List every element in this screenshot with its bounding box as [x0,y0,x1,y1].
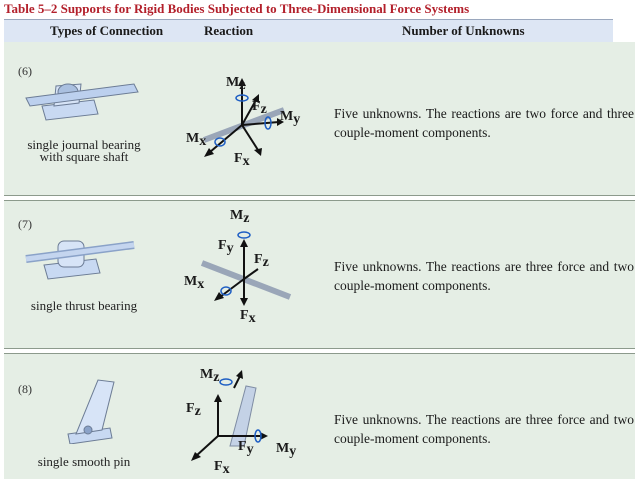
label-Fx: Fx [214,459,230,477]
label-Fx: Fx [240,308,256,326]
row-number: (6) [18,64,32,78]
thrust-bearing-illustration [25,240,135,280]
table-row-6: (6) single journal bearing with square s… [4,42,635,195]
label-My: My [276,441,296,459]
label-Fy: Fy [218,238,234,256]
header-number-of-unknowns: Number of Unknowns [402,23,525,38]
label-Mx: Mx [184,274,204,292]
header-types-of-connection: Types of Connection [50,23,164,38]
reaction-diagram-7: Mz Fy Fz Mx Fx [184,208,292,326]
table-row-8: (8) single smooth pin Mz Fz Fy My Fx Fiv… [4,354,635,479]
row-separator [4,348,635,354]
label-Mx: Mx [186,131,206,149]
table-row-7: (7) single thrust bearing Mz Fy Fz Mx Fx… [4,201,635,348]
row-description: Five unknowns. The reactions are three f… [334,412,634,446]
label-Fz: Fz [186,401,201,419]
row-number: (8) [18,382,32,396]
row-separator [4,195,635,201]
caption-line1: single smooth pin [37,454,131,469]
caption-line2: with square shaft [39,149,129,164]
label-Mz: Mz [226,75,245,93]
label-Fy: Fy [238,439,254,457]
label-Fz: Fz [252,99,267,117]
label-Fx: Fx [234,151,250,169]
journal-bearing-square-shaft-illustration [25,83,139,121]
label-My: My [280,109,300,127]
label-Mz: Mz [230,208,249,226]
table-header: Types of Connection Reaction Number of U… [4,19,613,43]
header-reaction: Reaction [204,23,254,38]
row-number: (7) [18,217,32,231]
reaction-diagram-6: Mz Fz My Mx Fx [186,75,300,169]
table-title: Table 5–2 Supports for Rigid Bodies Subj… [4,1,470,16]
caption-line1: single thrust bearing [30,298,138,313]
row-description: Five unknowns. The reactions are three f… [334,259,634,293]
label-Fz: Fz [254,252,269,270]
smooth-pin-illustration [67,379,115,444]
label-Mz: Mz [200,367,219,385]
caption-line1: single journal bearing [27,137,141,152]
row-description: Five unknowns. The reactions are two for… [334,106,634,140]
reaction-diagram-8: Mz Fz Fy My Fx [186,367,296,477]
